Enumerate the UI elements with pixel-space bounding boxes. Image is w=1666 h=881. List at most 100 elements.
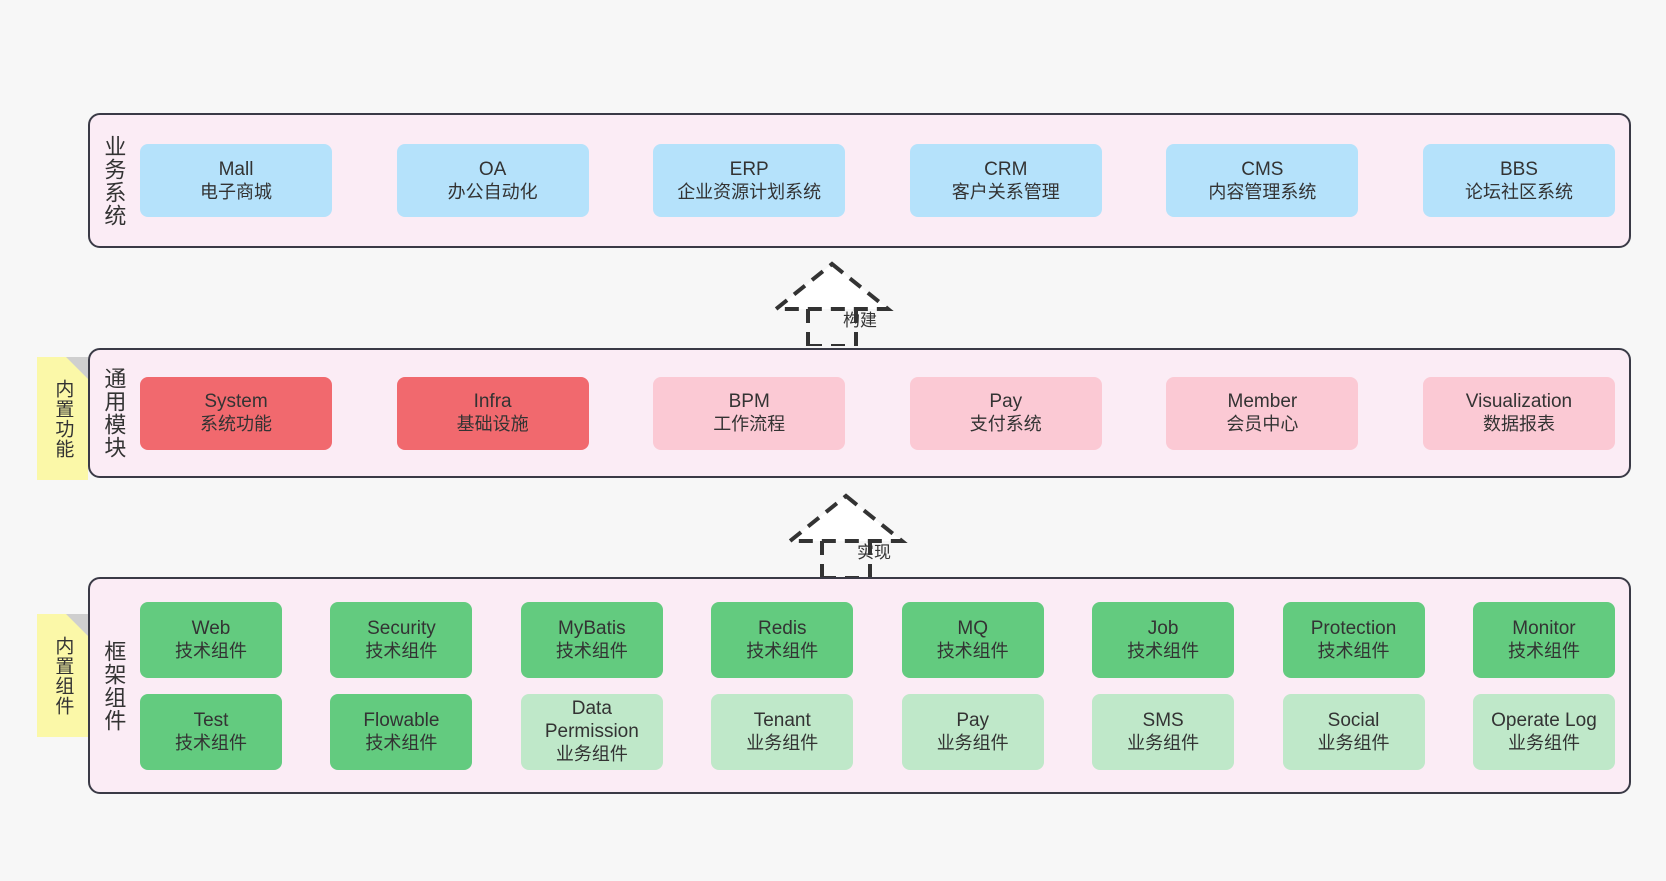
card-pay[interactable]: Pay 支付系统: [909, 376, 1102, 450]
card-member[interactable]: Member 会员中心: [1166, 376, 1359, 450]
layer-common-modules: 通用模块 System 系统功能 Infra 基础设施 BPM 工作流程 Pay…: [88, 348, 1631, 478]
card-bpm[interactable]: BPM 工作流程: [653, 376, 846, 450]
card-title-cn: 技术组件: [365, 640, 438, 661]
connector-implement-glyph: [784, 493, 908, 578]
card-crm[interactable]: CRM 客户关系管理: [909, 144, 1102, 217]
card-title-cn: 客户关系管理: [951, 181, 1060, 202]
card-title-en: MyBatis: [558, 617, 626, 639]
layer-title-business-systems: 业务系统: [101, 134, 127, 227]
card-title-en: Pay: [956, 709, 990, 731]
card-title-en: Tenant: [753, 709, 811, 731]
card-title-cn: 基础设施: [456, 414, 529, 435]
card-title-en: Flowable: [363, 709, 440, 731]
card-protection[interactable]: Protection 技术组件: [1282, 601, 1425, 678]
card-mq[interactable]: MQ 技术组件: [901, 601, 1044, 678]
note-fold-corner-icon: [66, 357, 88, 379]
card-row-technical: Web 技术组件 Security 技术组件 MyBatis 技术组件 Redi…: [140, 601, 1615, 678]
card-title-en: Social: [1327, 709, 1380, 731]
note-builtin-components: 内置组件: [37, 614, 88, 737]
card-title-cn: 企业资源计划系统: [677, 181, 822, 202]
card-sms[interactable]: SMS 业务组件: [1092, 693, 1235, 770]
card-title-en: Data Permission: [544, 698, 639, 743]
connector-implement-label: 实现: [857, 543, 891, 562]
card-test[interactable]: Test 技术组件: [140, 693, 282, 770]
card-title-cn: 论坛社区系统: [1464, 181, 1573, 202]
connector-build-glyph: [770, 261, 894, 346]
card-title-en: Visualization: [1465, 391, 1573, 413]
card-cms[interactable]: CMS 内容管理系统: [1166, 144, 1359, 217]
card-operate-log[interactable]: Operate Log 业务组件: [1472, 693, 1615, 770]
connector-build: 构建: [752, 258, 912, 346]
note-builtin-features: 内置功能: [37, 357, 88, 480]
card-title-en: BPM: [728, 391, 770, 413]
card-system[interactable]: System 系统功能: [140, 376, 332, 450]
connector-implement: 实现: [766, 490, 926, 578]
card-web[interactable]: Web 技术组件: [140, 601, 282, 678]
card-title-en: Operate Log: [1491, 709, 1597, 731]
card-row: System 系统功能 Infra 基础设施 BPM 工作流程 Pay 支付系统…: [140, 376, 1615, 450]
card-tenant[interactable]: Tenant 业务组件: [711, 693, 854, 770]
card-title-en: SMS: [1142, 709, 1184, 731]
card-title-cn: 业务组件: [555, 744, 628, 765]
card-title-en: OA: [478, 158, 507, 180]
card-job[interactable]: Job 技术组件: [1092, 601, 1235, 678]
card-data-permission[interactable]: Data Permission 业务组件: [520, 693, 663, 770]
layer-framework-components: 框架组件 Web 技术组件 Security 技术组件 MyBatis 技术组件…: [88, 577, 1631, 794]
card-title-en: Pay: [989, 391, 1023, 413]
card-title-en: MQ: [957, 617, 988, 639]
layer-business-systems: 业务系统 Mall 电子商城 OA 办公自动化 ERP 企业资源计划系统 CRM…: [88, 113, 1631, 248]
card-title-cn: 业务组件: [936, 732, 1009, 753]
card-title-cn: 技术组件: [175, 732, 247, 753]
layer-body-business-systems: Mall 电子商城 OA 办公自动化 ERP 企业资源计划系统 CRM 客户关系…: [136, 115, 1629, 246]
card-title-en: Web: [191, 617, 231, 639]
card-social[interactable]: Social 业务组件: [1282, 693, 1425, 770]
card-title-cn: 业务组件: [1317, 732, 1390, 753]
card-title-en: Test: [193, 709, 229, 731]
card-pay-business[interactable]: Pay 业务组件: [901, 693, 1044, 770]
card-title-en: Job: [1147, 617, 1179, 639]
card-redis[interactable]: Redis 技术组件: [711, 601, 854, 678]
card-title-cn: 工作流程: [713, 414, 786, 435]
card-title-cn: 业务组件: [1127, 732, 1200, 753]
card-title-en: CMS: [1241, 158, 1284, 180]
card-title-cn: 电子商城: [200, 181, 272, 202]
card-bbs[interactable]: BBS 论坛社区系统: [1422, 144, 1615, 217]
card-erp[interactable]: ERP 企业资源计划系统: [653, 144, 846, 217]
connector-build-label: 构建: [843, 311, 877, 330]
card-flowable[interactable]: Flowable 技术组件: [330, 693, 473, 770]
card-title-cn: 支付系统: [969, 414, 1042, 435]
layer-title-common-modules: 通用模块: [101, 367, 127, 459]
card-title-en: Infra: [473, 391, 512, 413]
note-text: 内置组件: [52, 635, 74, 716]
card-infra[interactable]: Infra 基础设施: [396, 376, 589, 450]
card-title-en: Monitor: [1512, 617, 1576, 639]
layer-body-common-modules: System 系统功能 Infra 基础设施 BPM 工作流程 Pay 支付系统…: [136, 350, 1629, 476]
card-title-cn: 技术组件: [365, 732, 438, 753]
card-title-en: Redis: [757, 617, 807, 639]
layer-title-framework-components: 框架组件: [101, 639, 127, 732]
card-security[interactable]: Security 技术组件: [330, 601, 473, 678]
card-title-cn: 会员中心: [1226, 414, 1299, 435]
card-title-cn: 技术组件: [1127, 640, 1200, 661]
card-oa[interactable]: OA 办公自动化: [396, 144, 589, 217]
card-title-cn: 数据报表: [1482, 414, 1555, 435]
card-visualization[interactable]: Visualization 数据报表: [1422, 376, 1615, 450]
card-mall[interactable]: Mall 电子商城: [140, 144, 332, 217]
layer-body-framework-components: Web 技术组件 Security 技术组件 MyBatis 技术组件 Redi…: [136, 579, 1629, 792]
card-mybatis[interactable]: MyBatis 技术组件: [520, 601, 663, 678]
card-row: Mall 电子商城 OA 办公自动化 ERP 企业资源计划系统 CRM 客户关系…: [140, 144, 1615, 217]
card-title-cn: 业务组件: [1507, 732, 1580, 753]
card-title-en: Protection: [1310, 617, 1397, 639]
card-title-en: Member: [1227, 391, 1298, 413]
card-title-en: ERP: [729, 158, 769, 180]
card-title-en: Security: [367, 617, 436, 639]
card-title-cn: 技术组件: [746, 640, 819, 661]
card-title-cn: 技术组件: [175, 640, 247, 661]
card-title-en: Mall: [218, 158, 254, 180]
card-title-cn: 系统功能: [200, 414, 272, 435]
card-title-en: CRM: [984, 158, 1028, 180]
card-title-en: System: [204, 391, 268, 413]
card-title-cn: 技术组件: [555, 640, 628, 661]
card-monitor[interactable]: Monitor 技术组件: [1472, 601, 1615, 678]
